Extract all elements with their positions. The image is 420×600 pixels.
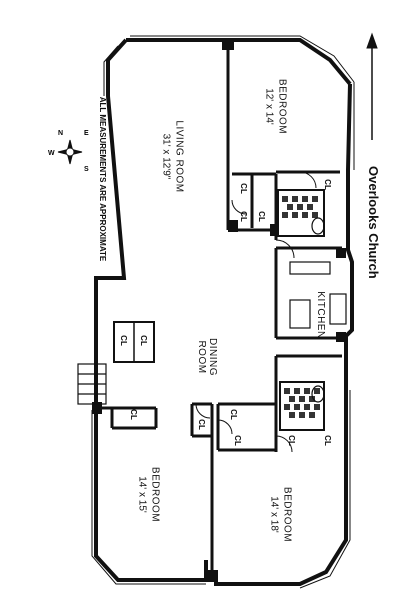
room-label-kitchen: KITCHEN bbox=[313, 285, 331, 345]
room-dimensions: 14' x 18' bbox=[268, 496, 280, 533]
room-label-living-room: LIVING ROOM 31' x 12'9" bbox=[161, 112, 190, 202]
bath-tiles-bottom bbox=[284, 388, 320, 418]
room-name: BEDROOM bbox=[281, 486, 293, 543]
closet-label: CL bbox=[228, 409, 238, 420]
room-dimensions: 31' x 12'9" bbox=[160, 133, 172, 180]
closet-label: CL bbox=[238, 211, 248, 222]
entry-landing bbox=[77, 363, 107, 405]
closet-label: CL bbox=[322, 435, 332, 446]
room-name: LIVING ROOM bbox=[173, 120, 185, 193]
closet-label: CL bbox=[238, 183, 248, 194]
closet-label: CL bbox=[256, 211, 266, 222]
closet-label: CL bbox=[196, 419, 206, 430]
closet-label: CL bbox=[128, 409, 138, 420]
window-lines bbox=[91, 35, 355, 589]
room-name: BEDROOM bbox=[276, 78, 288, 135]
room-name: BEDROOM bbox=[149, 466, 161, 523]
closet-label: CL bbox=[118, 335, 128, 346]
closet-label: CL bbox=[232, 435, 242, 446]
overlooks-church-label: Overlooks Church bbox=[366, 166, 381, 279]
closet-label: CL bbox=[286, 435, 296, 446]
compass-w: W bbox=[48, 150, 55, 157]
bath-tiles-top bbox=[282, 196, 318, 218]
room-name: KITCHEN bbox=[315, 291, 326, 339]
compass-e: E bbox=[84, 130, 89, 137]
measurement-note: ALL MEASUREMENTS ARE APPROXIMATE bbox=[98, 96, 107, 262]
room-label-bedroom-bottom-left: BEDROOM 14' x 15' bbox=[137, 460, 166, 530]
room-dimensions: 14' x 15' bbox=[136, 476, 148, 513]
room-name-line1: DINING bbox=[207, 338, 218, 376]
interior-walls bbox=[96, 40, 342, 580]
fixtures bbox=[289, 217, 347, 403]
room-label-dining-room: DINING ROOM bbox=[196, 332, 218, 382]
room-name-line2: ROOM bbox=[196, 340, 207, 374]
room-dimensions: 12' x 14' bbox=[263, 88, 275, 125]
compass-rose bbox=[57, 139, 83, 165]
columns bbox=[92, 40, 346, 582]
compass-n: N bbox=[58, 130, 64, 137]
closet-label: CL bbox=[138, 335, 148, 346]
compass-s: S bbox=[84, 166, 89, 173]
outer-walls bbox=[94, 38, 354, 586]
room-label-bedroom-bottom-right: BEDROOM 14' x 18' bbox=[269, 480, 298, 550]
door-swings bbox=[195, 171, 317, 453]
overlooks-arrow bbox=[366, 32, 378, 140]
closet-label: CL bbox=[322, 179, 332, 190]
room-label-bedroom-top: BEDROOM 12' x 14' bbox=[264, 77, 293, 137]
